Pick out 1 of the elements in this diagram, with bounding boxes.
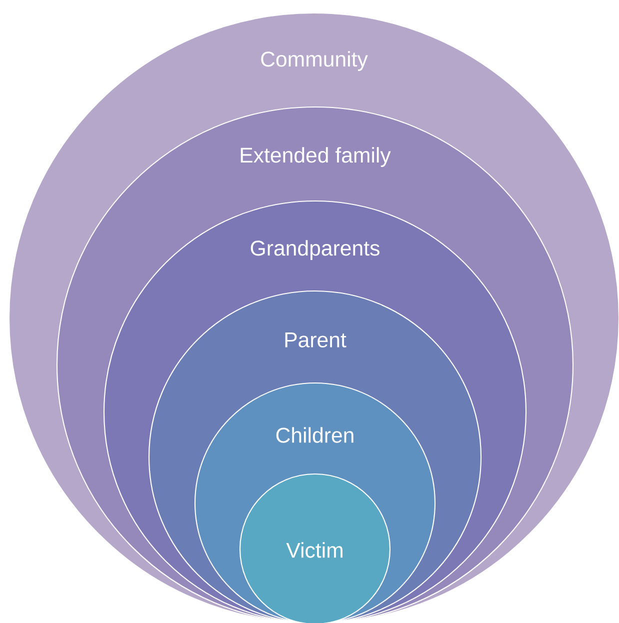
circle-layer: Victim: [239, 473, 391, 623]
